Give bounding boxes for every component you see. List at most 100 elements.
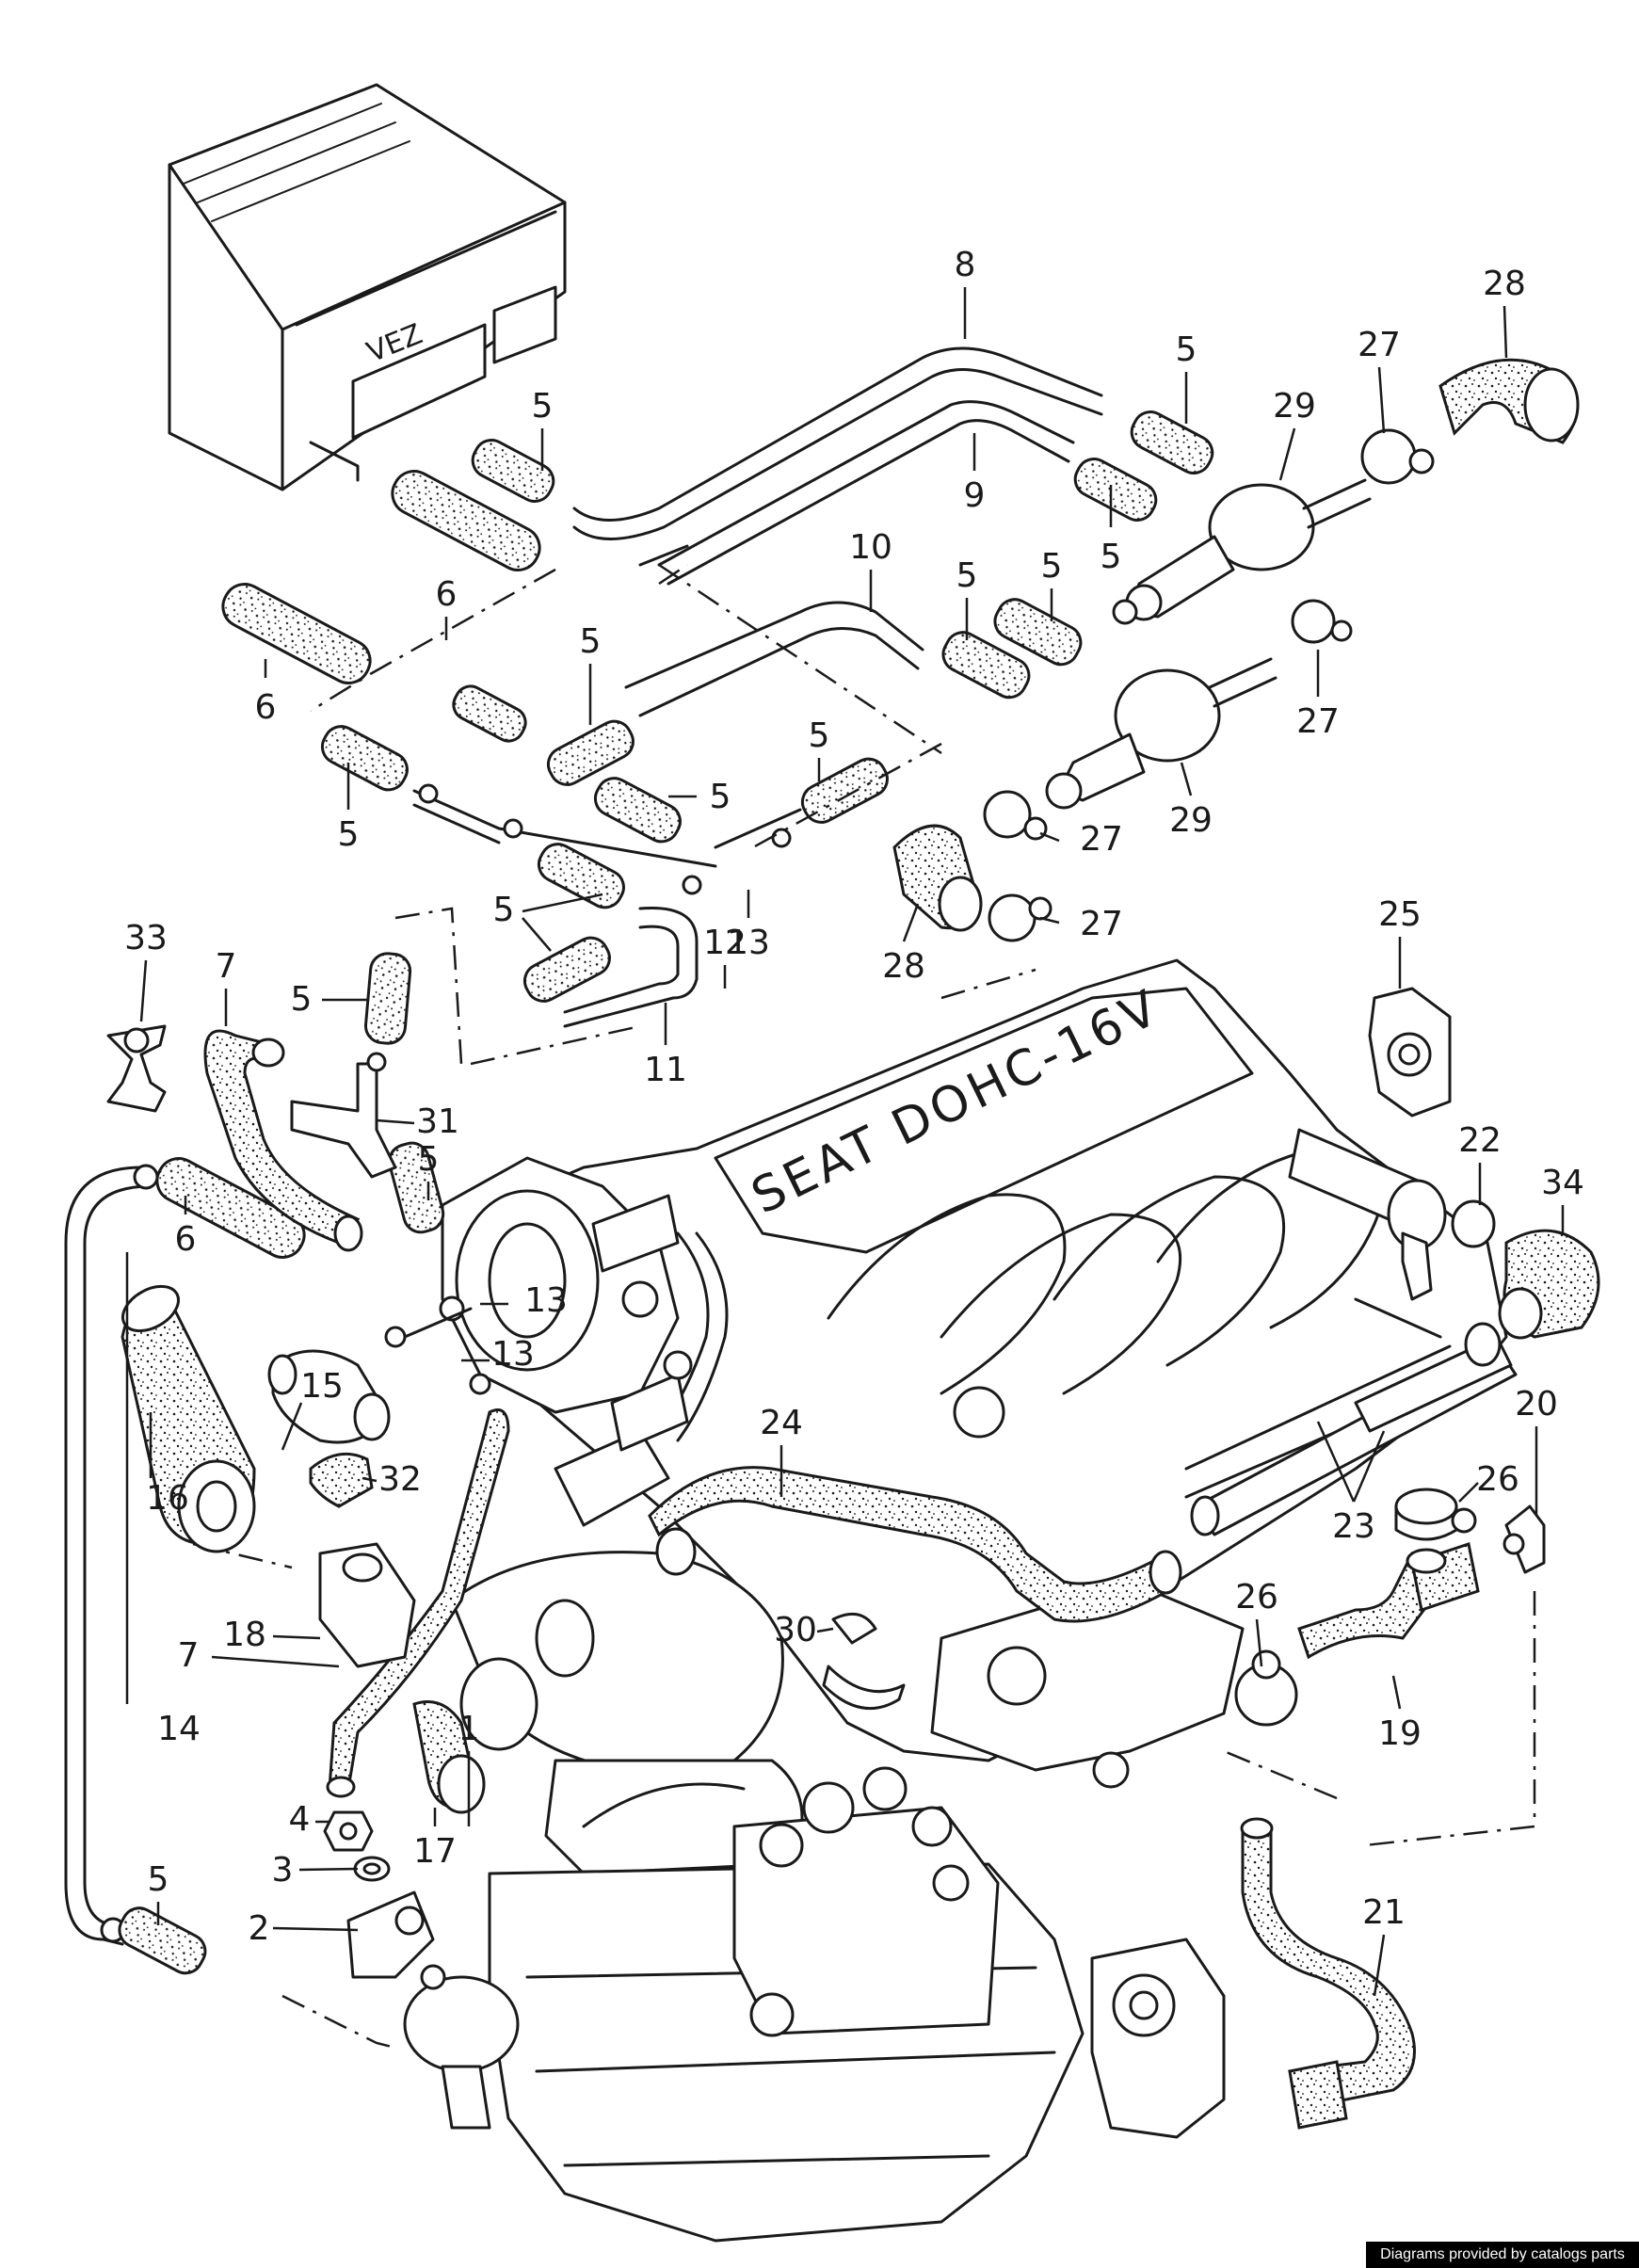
clip-30	[822, 1612, 906, 1711]
part-number-label: 30	[774, 1611, 817, 1649]
part-number-label: 27	[1080, 820, 1123, 859]
elbow-34	[1498, 1229, 1600, 1340]
part-number-label: 32	[378, 1460, 422, 1499]
part-number-label: 29	[1169, 801, 1213, 840]
part-number-label: 5	[1101, 538, 1122, 576]
clamp-27-lower	[983, 599, 1353, 942]
part-number-label: 14	[157, 1710, 201, 1748]
part-number-label: 33	[124, 919, 168, 957]
hose-16	[121, 1284, 256, 1553]
clamp-27-upper	[1360, 428, 1435, 485]
part-number-label: 3	[272, 1851, 294, 1890]
nut-4	[323, 1810, 374, 1852]
bracket-2	[346, 1890, 435, 1979]
hose-8	[624, 544, 1083, 717]
part-number-label: 27	[1080, 905, 1123, 943]
hose-10	[657, 400, 1075, 586]
part-number-label: 28	[1483, 265, 1526, 303]
hose-24	[648, 1466, 1182, 1623]
part-number-label: 23	[1332, 1507, 1375, 1546]
elbow-15	[267, 1349, 391, 1444]
part-number-label: 15	[300, 1367, 344, 1406]
hose-17	[412, 1700, 486, 1814]
part-number-label: 28	[882, 947, 925, 986]
part-number-label: 5	[580, 622, 602, 661]
part-number-label: 10	[849, 528, 892, 567]
part-18	[318, 1542, 416, 1668]
part-number-label: 26	[1476, 1460, 1519, 1499]
part-number-label: 22	[1458, 1121, 1502, 1160]
credit-banner: Diagrams provided by catalogs parts	[1366, 2242, 1639, 2268]
connector-13-left	[384, 1295, 491, 1395]
part-number-label: 25	[1378, 895, 1422, 934]
elbow-28-lower	[892, 824, 983, 932]
part-number-label: 27	[1296, 702, 1340, 741]
part-number-label: 29	[1273, 387, 1316, 426]
part-number-label: 9	[964, 476, 986, 515]
part-number-label: 1	[458, 1710, 480, 1748]
part-number-label: 5	[956, 556, 978, 595]
part-number-label: 31	[416, 1102, 459, 1141]
connector-20	[1502, 1504, 1546, 1574]
part-number-label: 26	[1235, 1578, 1278, 1617]
dashed-guides	[192, 563, 1536, 2050]
part-number-label: 5	[291, 980, 313, 1019]
part-number-label: 11	[644, 1051, 687, 1089]
sensor-25	[1368, 987, 1452, 1118]
connectors-center	[320, 684, 889, 1003]
hose-6	[155, 470, 541, 1259]
connector-5-top	[471, 410, 1214, 522]
washer-3	[353, 1856, 391, 1882]
part-number-label: 16	[146, 1479, 189, 1518]
part-number-label: 12	[703, 924, 747, 962]
part-number-label: 13	[727, 924, 770, 962]
part-number-label: 17	[413, 1832, 457, 1871]
pipe-23	[1190, 1322, 1518, 1536]
pipe-14	[64, 1164, 159, 1946]
control-unit: VEZ	[168, 83, 567, 491]
part-number-label: 13	[491, 1335, 535, 1374]
part-number-label: 5	[532, 387, 554, 426]
hose-19	[1297, 1542, 1480, 1660]
part-number-label: 6	[255, 688, 277, 727]
part-number-label: 5	[1176, 330, 1197, 369]
hose-9	[572, 346, 1103, 540]
elbow-28-upper	[1438, 358, 1580, 444]
part-number-label: 18	[223, 1616, 266, 1654]
clamp-26-right	[1394, 1488, 1477, 1541]
part-number-label: 8	[955, 246, 976, 284]
part-number-label: 5	[418, 1140, 440, 1179]
part-number-label: 5	[493, 891, 515, 929]
part-number-label: 21	[1362, 1893, 1406, 1932]
hose-11	[563, 906, 699, 1028]
part-number-label: 5	[338, 815, 360, 854]
part-number-label: 20	[1515, 1385, 1558, 1424]
part-number-label: 5	[148, 1860, 169, 1899]
wiring-harness	[554, 1194, 729, 1527]
part-number-label: 7	[178, 1636, 200, 1675]
engine: SEAT DOHC-16V	[441, 958, 1508, 2243]
part-number-label: 4	[289, 1800, 311, 1839]
part-number-label: 5	[710, 778, 731, 816]
elbow-32	[309, 1452, 374, 1508]
part-number-label: 24	[760, 1404, 803, 1442]
part-number-label: 5	[1041, 547, 1063, 586]
part-number-label: 6	[175, 1220, 197, 1259]
part-labels: 1 2 3 4 5 5 5 5 5 5 5 5 5 5 5 5 5 6 6	[124, 246, 1584, 1997]
hose-5-lower	[118, 952, 445, 1975]
part-number-label: 5	[809, 716, 830, 755]
part-number-label: 7	[216, 947, 237, 986]
part-number-label: 27	[1358, 326, 1401, 364]
part-number-label: 13	[524, 1281, 568, 1320]
tee-31	[290, 1052, 397, 1179]
part-number-label: 19	[1378, 1714, 1422, 1753]
valve-29-upper	[1112, 478, 1372, 625]
valve-1	[403, 1964, 520, 2130]
part-number-label: 6	[436, 575, 458, 614]
clamp-26-left	[1234, 1649, 1298, 1727]
part-number-label: 34	[1541, 1164, 1584, 1202]
hose-7-upper	[203, 1029, 363, 1252]
valve-22	[1288, 1128, 1496, 1301]
hose-21	[1240, 1817, 1416, 2130]
